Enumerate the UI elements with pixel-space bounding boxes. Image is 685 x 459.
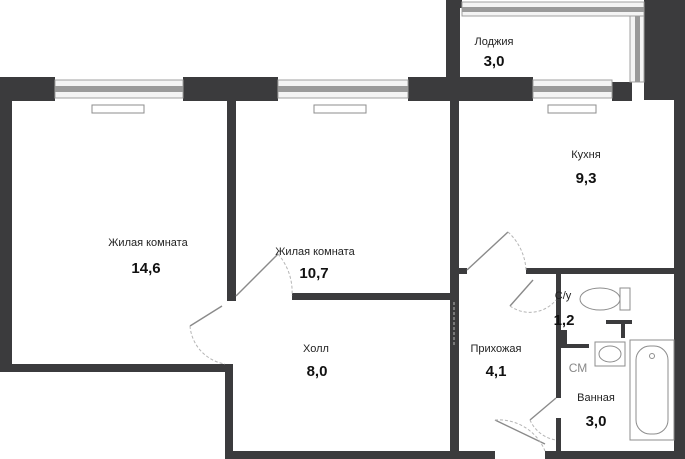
bathtub-icon: [629, 339, 675, 441]
room-area-hall: 8,0: [307, 363, 328, 380]
room-area-living-mid: 10,7: [299, 265, 328, 282]
washing-machine-label: СМ: [569, 361, 588, 375]
room-name-bath: Ванная: [577, 392, 615, 404]
room-name-wc: С/у: [555, 290, 572, 302]
room-area-loggia: 3,0: [484, 53, 505, 70]
room-name-loggia: Лоджия: [475, 36, 514, 48]
windows: [54, 1, 645, 114]
sink-icon: [594, 341, 626, 367]
room-area-entry: 4,1: [486, 363, 507, 380]
room-labels: Лоджия 3,0 Жилая комната 14,6 Жилая комн…: [108, 36, 615, 430]
room-area-kitchen: 9,3: [576, 170, 597, 187]
room-area-wc: 1,2: [554, 312, 575, 329]
fixtures: [579, 287, 675, 441]
room-name-kitchen: Кухня: [571, 149, 600, 161]
room-area-bath: 3,0: [586, 413, 607, 430]
room-name-living-mid: Жилая комната: [275, 246, 355, 258]
room-name-living-left: Жилая комната: [108, 237, 188, 249]
room-name-entry: Прихожая: [471, 343, 522, 355]
room-name-hall: Холл: [303, 343, 329, 355]
toilet-icon: [579, 287, 631, 311]
doors: [189, 231, 557, 452]
room-area-living-left: 14,6: [131, 260, 160, 277]
